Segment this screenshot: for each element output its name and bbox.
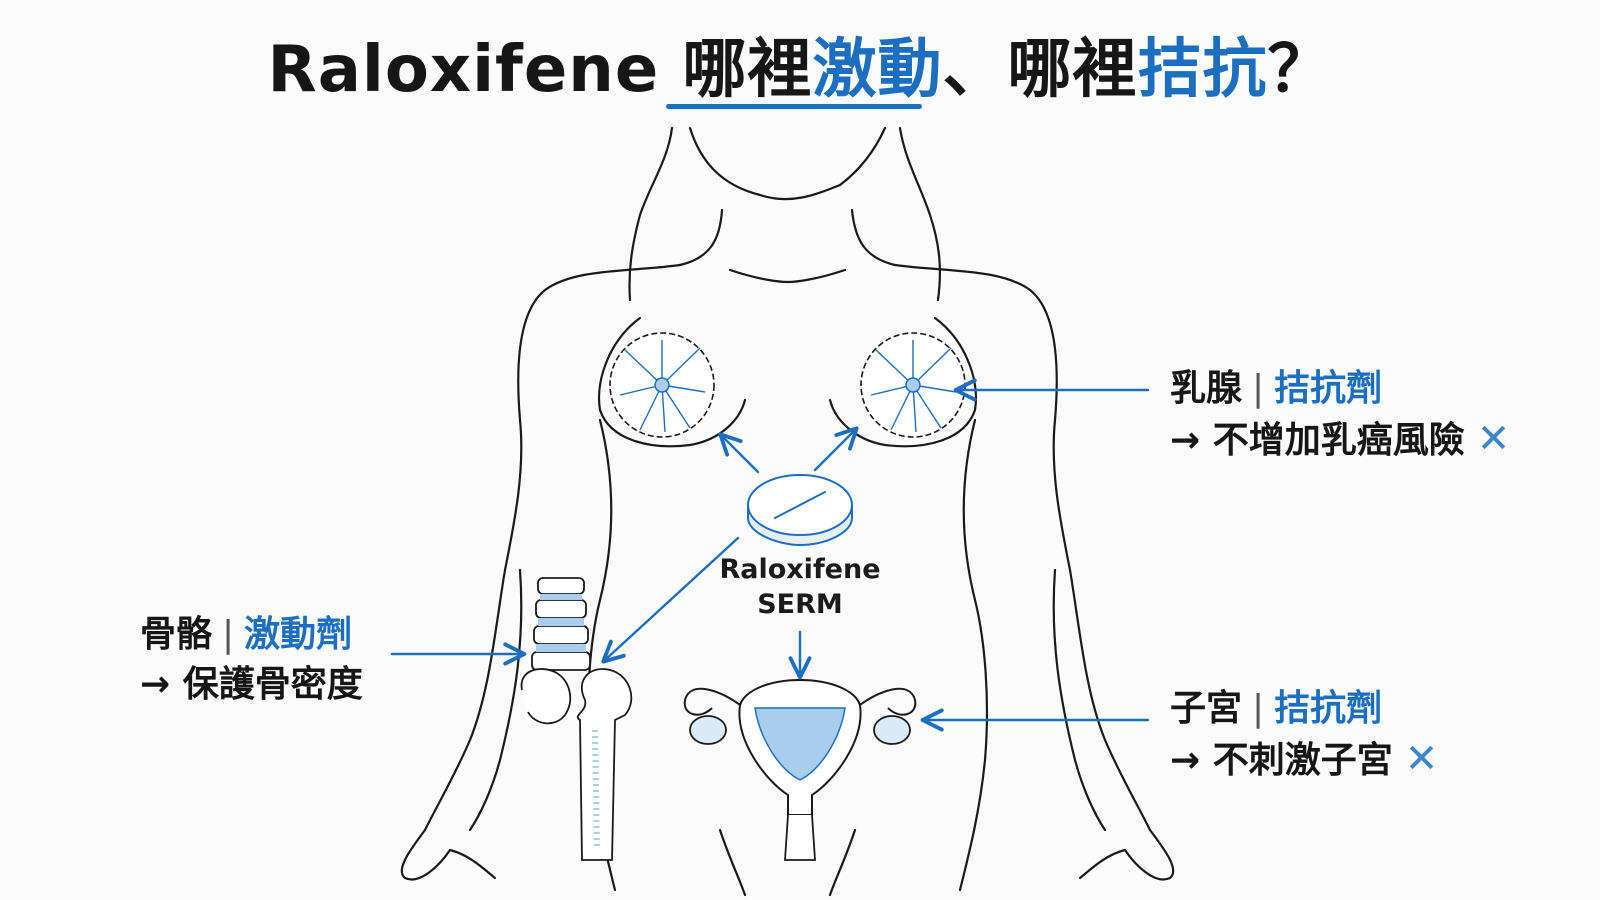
bone-organ: 骨骼: [140, 614, 213, 655]
uterus-diagram: [683, 678, 917, 861]
uterus-role: 拮抗劑: [1274, 688, 1383, 729]
breast-separator: |: [1252, 368, 1265, 409]
page-title: Raloxifene 哪裡激動、哪裡拮抗？: [0, 18, 1600, 110]
breast-effect: → 不增加乳癌風險: [1170, 420, 1465, 461]
title-antagonist-word: 拮抗: [1137, 33, 1268, 107]
breast-callout: 乳腺|拮抗劑 → 不增加乳癌風險 ✕: [1170, 364, 1510, 466]
arrow-pill-to-left-breast: [718, 432, 760, 474]
pill-label: Raloxifene SERM: [700, 552, 900, 622]
title-middle: 、哪裡: [942, 33, 1138, 107]
uterus-x-icon: ✕: [1404, 736, 1439, 782]
title-underline: [666, 104, 922, 109]
breast-gland-left: [609, 332, 715, 438]
breast-x-icon: ✕: [1476, 416, 1511, 462]
arrow-pill-to-bone: [601, 536, 740, 664]
title-agonist-word: 激動: [812, 33, 943, 107]
uterus-effect: → 不刺激子宮: [1170, 740, 1393, 781]
arrow-pill-to-right-breast: [813, 426, 859, 472]
breast-gland-right: [860, 332, 966, 438]
arrows: [390, 378, 1150, 732]
bone-separator: |: [222, 614, 235, 655]
bone-effect: → 保護骨密度: [140, 664, 363, 705]
pill-name: Raloxifene: [719, 554, 881, 585]
pill-class: SERM: [757, 589, 843, 620]
spine-and-femur: [520, 577, 633, 861]
title-suffix: ？: [1267, 33, 1333, 107]
breast-role: 拮抗劑: [1274, 368, 1383, 409]
uterus-separator: |: [1252, 688, 1265, 729]
uterus-callout: 子宮|拮抗劑 → 不刺激子宮 ✕: [1170, 684, 1438, 786]
bone-role: 激動劑: [244, 614, 353, 655]
uterus-organ: 子宮: [1170, 688, 1243, 729]
title-prefix: Raloxifene 哪裡: [267, 33, 813, 107]
breast-organ: 乳腺: [1170, 368, 1243, 409]
bone-callout: 骨骼|激動劑 → 保護骨密度: [140, 610, 363, 710]
pill-icon: [747, 474, 853, 547]
